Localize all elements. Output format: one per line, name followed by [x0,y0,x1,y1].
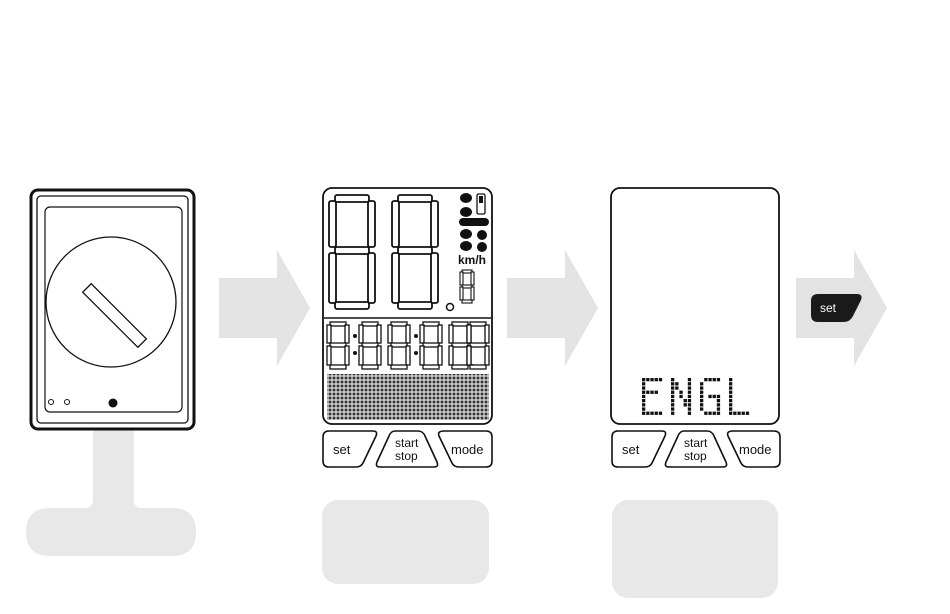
start-stop-button[interactable]: start stop [665,431,726,467]
start-label: start [395,436,419,450]
arrow-right-icon [219,250,310,366]
sensor-2-icon [477,230,487,240]
set-button[interactable]: set [612,431,666,467]
reset-hole[interactable] [109,399,118,408]
stop-label: stop [684,449,707,463]
dot-matrix-display [327,374,489,420]
set-label: set [622,442,640,457]
unit-label: km/h [458,253,486,267]
contact-hole [49,400,54,405]
arrow-right-icon [507,250,598,366]
start-stop-button[interactable]: start stop [376,431,437,467]
mode-label: mode [451,442,484,457]
step3-lcd-language [611,188,779,424]
mode-label: mode [739,442,772,457]
step1-device-back [26,190,196,556]
caption-box-step3 [612,500,778,598]
mode-button[interactable]: mode [728,431,780,467]
caption-box-step1 [26,426,196,556]
start-label: start [684,436,708,450]
caption-box-step2 [322,500,489,584]
battery-cover[interactable] [46,237,176,367]
sensor-1-icon [477,242,487,252]
step3-buttons: set start stop mode [612,431,780,467]
stop-label: stop [395,449,418,463]
step2-lcd-full: km/h [323,188,492,424]
set-label: set [333,442,351,457]
mode-button[interactable]: mode [439,431,492,467]
step2-buttons: set start stop mode [323,431,492,467]
set-key-label: set [820,301,837,315]
set-button[interactable]: set [323,431,377,467]
contact-hole [65,400,70,405]
